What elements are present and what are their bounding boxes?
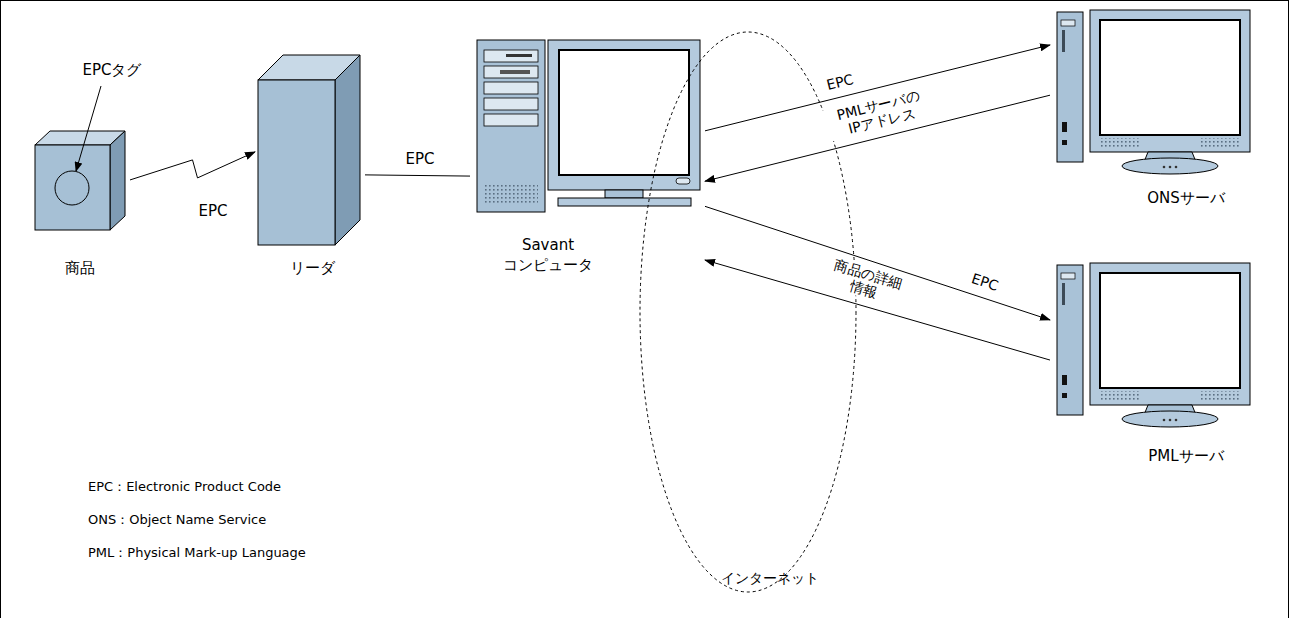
region-label: インターネット (721, 570, 819, 587)
node-caption: Savant コンピュータ (496, 236, 600, 275)
flow-arrow (705, 206, 1050, 320)
reader-device: リーダ (255, 50, 365, 280)
node-caption: リーダ (290, 259, 335, 279)
node-caption: 商品 (65, 259, 95, 279)
flow-arrow (365, 175, 470, 176)
abbreviation-note: PML：Physical Mark-up Language (88, 545, 306, 561)
edge-label: EPC (822, 70, 858, 94)
node-caption: PMLサーバ (1148, 447, 1223, 467)
savant-computer: Savant コンピュータ (470, 35, 705, 277)
node-caption: ONSサーバ (1147, 189, 1225, 209)
callout-label: EPCタグ (83, 61, 142, 79)
abbreviation-note: EPC：Electronic Product Code (88, 479, 281, 495)
wireless-arrow (130, 152, 255, 180)
edge-label: EPC (196, 203, 231, 220)
edge-label: EPC (967, 269, 1003, 295)
edge-label: EPC (403, 151, 438, 168)
product-item: 商品 (30, 135, 130, 280)
edge-label: 商品の詳細 情報 (818, 254, 913, 310)
pml-server: PMLサーバ (1050, 258, 1255, 468)
ons-server: ONSサーバ (1050, 5, 1255, 210)
edge-label: PMLサーバの IPアドレス (819, 83, 941, 143)
abbreviation-note: ONS：Object Name Service (88, 512, 266, 528)
